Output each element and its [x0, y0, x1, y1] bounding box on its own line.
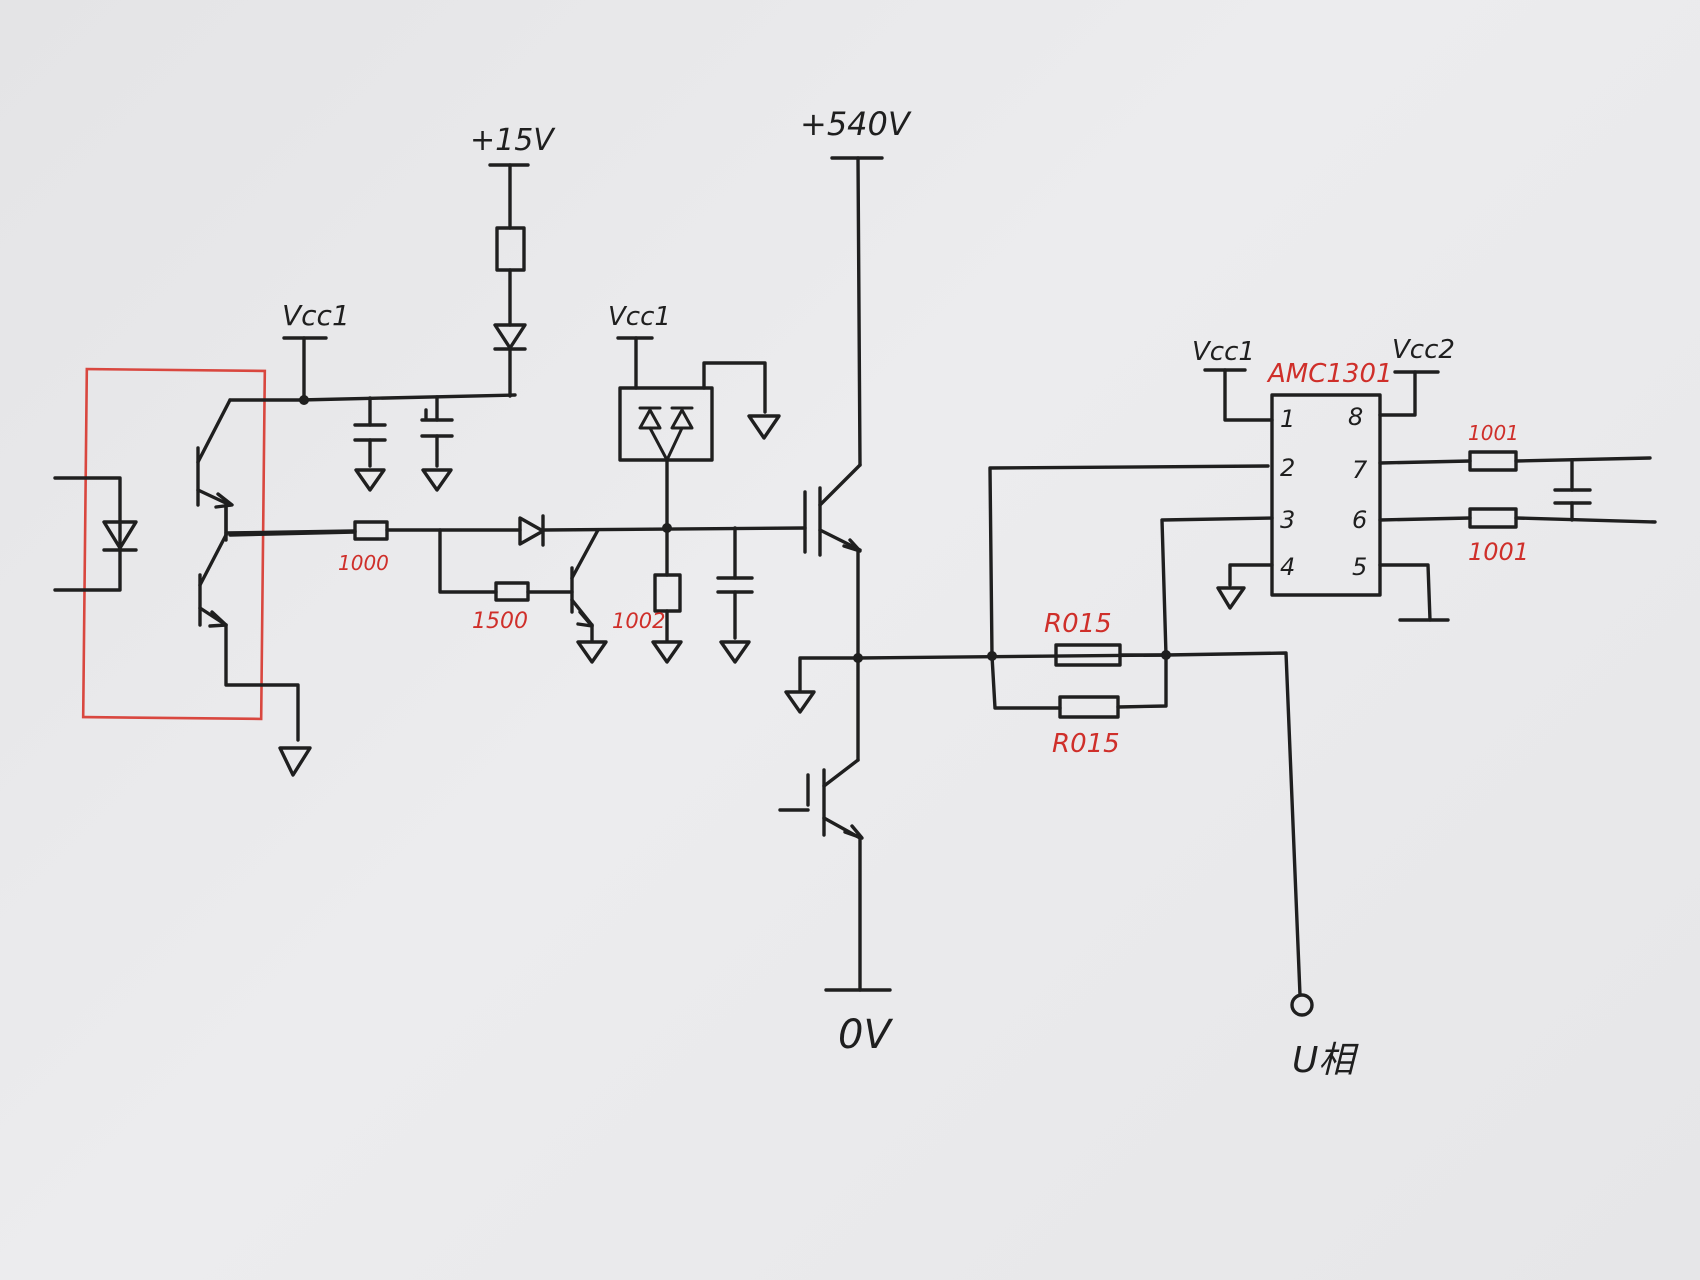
- diode-icon: [518, 516, 545, 546]
- chip-name-label: AMC1301: [1266, 359, 1393, 389]
- output-resistor-top-label: 1001: [1468, 421, 1519, 445]
- vcc1-amc-label: Vcc1: [1192, 337, 1255, 367]
- vcc1-left-label: Vcc1: [282, 299, 350, 332]
- zener-icon: [670, 408, 694, 430]
- zero-volt-label: 0V: [838, 1012, 893, 1058]
- shunt-resistor-bottom-icon: [1058, 695, 1120, 719]
- pin-4-label: 4: [1280, 553, 1295, 581]
- tvs-clamp-box: [616, 336, 781, 530]
- chip-body: [1270, 393, 1382, 597]
- resistor-1000-label: 1000: [338, 551, 389, 575]
- shunt-bottom-label: R015: [1052, 729, 1120, 759]
- ground-icon: [421, 468, 453, 492]
- pin-1-label: 1: [1280, 405, 1295, 433]
- optocoupler-outline: [81, 367, 267, 721]
- vcc2-label: Vcc2: [1392, 335, 1455, 365]
- ground-icon: [576, 640, 608, 664]
- gate-drive-path: [224, 514, 807, 664]
- pin-3-label: 3: [1280, 506, 1295, 534]
- u-phase-label: U相: [1292, 1040, 1359, 1081]
- tvs-package: [618, 386, 714, 462]
- resistor-1002-label: 1002: [612, 609, 665, 633]
- ground-icon: [747, 414, 781, 440]
- zener-icon: [638, 408, 662, 430]
- output-resistor-bottom-label: 1001: [1468, 538, 1529, 566]
- igbt-half-bridge: [778, 156, 1170, 992]
- pin-8-label: 8: [1348, 403, 1363, 431]
- ground-icon: [784, 690, 816, 714]
- pin-2-label: 2: [1280, 454, 1295, 482]
- resistor-icon: [495, 226, 526, 272]
- pin-5-label: 5: [1352, 553, 1367, 581]
- ground-icon: [719, 640, 751, 664]
- ground-icon: [278, 746, 312, 777]
- pin-7-label: 7: [1352, 456, 1368, 484]
- ground-icon: [354, 468, 386, 492]
- resistor-1000-icon: [353, 520, 389, 541]
- ground-icon: [651, 640, 683, 664]
- input-led-icon: [102, 520, 138, 550]
- ground-icon: [1216, 586, 1246, 610]
- vcc1-mid-label: Vcc1: [608, 302, 671, 332]
- v15-label: +15V: [470, 123, 556, 158]
- pin-6-label: 6: [1352, 506, 1367, 534]
- v540-label: +540V: [800, 105, 912, 143]
- output-resistor-top-icon: [1468, 450, 1518, 472]
- resistor-1002-icon: [653, 573, 682, 613]
- resistor-1500-label: 1500: [472, 609, 528, 634]
- amc1301-chip: [1203, 368, 1657, 622]
- vcc1-left-rail: [282, 336, 517, 492]
- v15-branch: [488, 163, 530, 398]
- resistor-1500-icon: [494, 581, 530, 602]
- shunt-top-label: R015: [1044, 609, 1112, 639]
- u-phase-terminal-icon: [1290, 993, 1314, 1017]
- shunt-network: [988, 464, 1314, 1017]
- output-resistor-bottom-icon: [1468, 507, 1518, 529]
- diode-icon: [493, 323, 527, 350]
- optocoupler-block: [53, 367, 357, 777]
